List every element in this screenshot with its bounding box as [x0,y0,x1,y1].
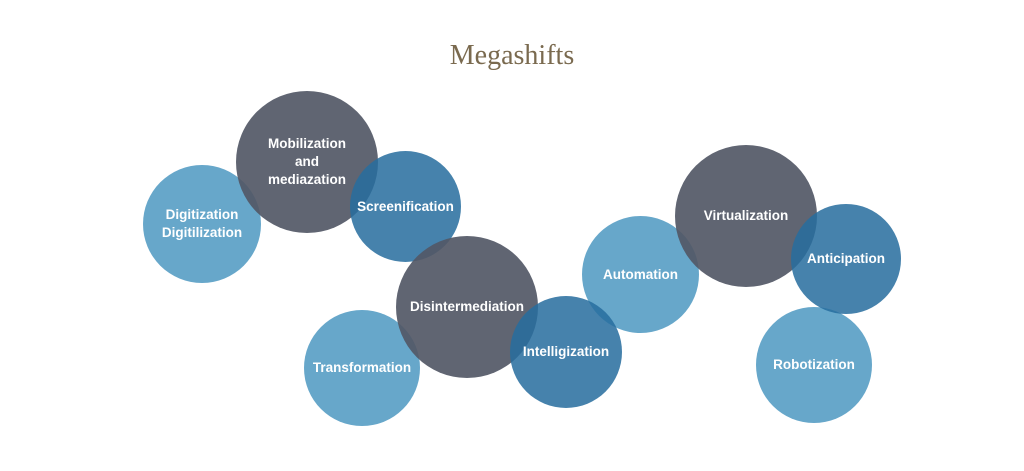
bubble-label: Mobilization and mediazation [267,136,346,187]
bubble-screenification: Screenification [350,151,461,262]
bubble-label: Intelligization [522,344,610,359]
bubble-label: Digitization Digitilization [161,207,243,240]
bubble-anticipation: Anticipation [791,204,901,314]
bubble-label: Transformation [312,360,412,375]
bubble-label: Robotization [773,357,855,372]
bubble-label: Anticipation [807,251,885,266]
bubble-label: Automation [603,266,678,282]
bubble-intelligization: Intelligization [510,296,622,408]
bubble-label: Screenification [357,198,454,214]
bubble-label: Virtualization [703,208,789,223]
bubble-robotization: Robotization [756,307,872,423]
bubble-label: Disintermediation [409,299,525,314]
diagram-title: Megashifts [449,40,575,71]
